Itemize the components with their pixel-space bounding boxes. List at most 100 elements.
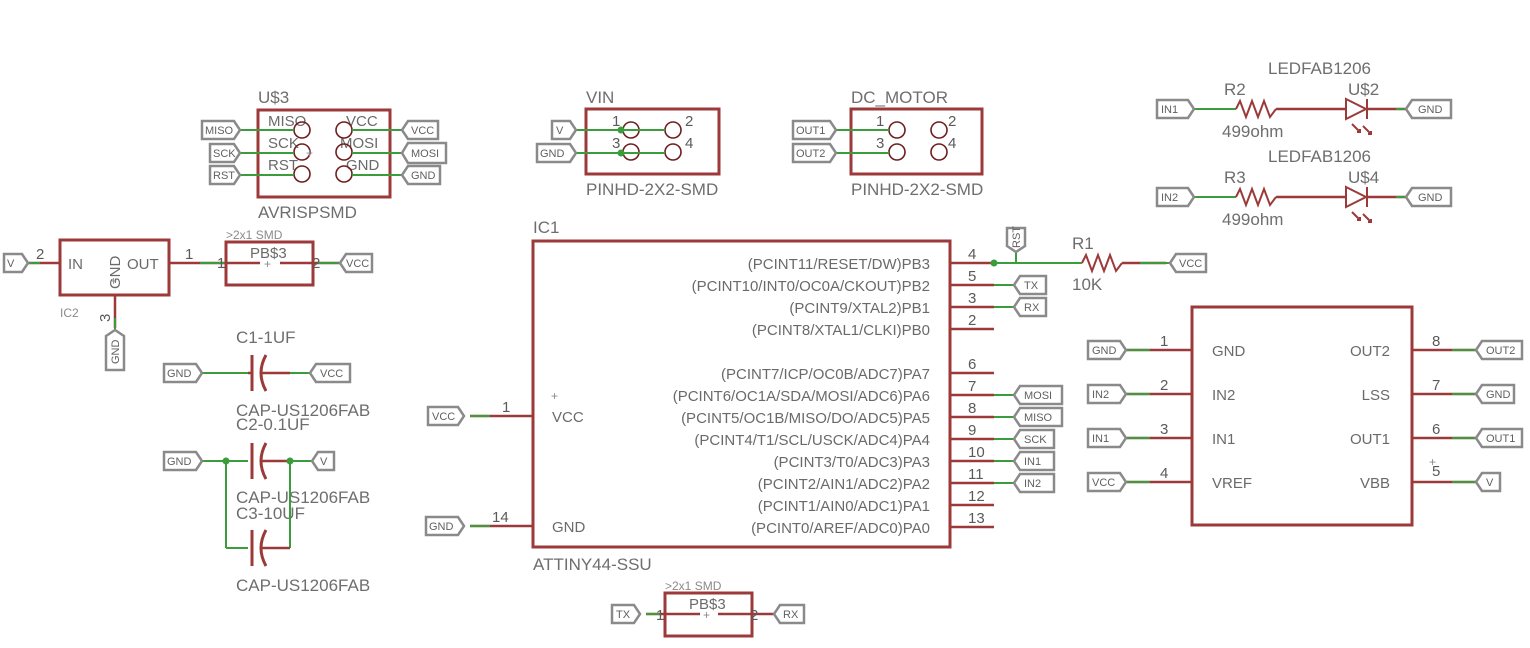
driver-pin-number: 5: [1432, 463, 1440, 480]
net-flag-vcc[interactable]: VCC: [426, 405, 466, 427]
svg-text:GND: GND: [110, 340, 122, 365]
resistor-value: 499ohm: [1222, 210, 1283, 229]
svg-text:TX: TX: [1024, 280, 1039, 292]
isp-name: U$3: [258, 88, 289, 107]
net-flag-sck[interactable]: SCK: [1012, 428, 1056, 450]
jumper-caption: >2x1 SMD: [665, 579, 722, 593]
motor-body: [849, 107, 984, 176]
vin-pin-1: 1: [612, 113, 620, 130]
net-flag-v[interactable]: V: [550, 119, 578, 141]
svg-text:VCC: VCC: [432, 411, 455, 423]
net-flag-gnd[interactable]: GND: [1404, 98, 1453, 120]
cap-name: C2-0.1UF: [236, 415, 310, 434]
net-flag-vcc[interactable]: VCC: [400, 119, 440, 141]
led-circuit-1[interactable]: LEDFAB1206 R2 U$2 499ohm: [1194, 59, 1406, 141]
net-flag-out2[interactable]: OUT2: [791, 142, 838, 164]
mcu-gnd-label: GND: [552, 519, 586, 536]
net-flag-mosi[interactable]: MOSI: [1012, 384, 1064, 406]
reg-pin-out: 1: [185, 246, 193, 263]
svg-text:V: V: [320, 456, 328, 468]
driver-pin-name: GND: [1212, 343, 1246, 360]
net-flag-in2[interactable]: IN2: [1155, 186, 1196, 208]
svg-text:VCC: VCC: [411, 125, 434, 137]
resistor-symbol: [1235, 98, 1277, 120]
capacitor-c1[interactable]: C1-1UF CAP-US1206FAB: [202, 328, 370, 420]
led-symbol: [1345, 97, 1369, 121]
net-flag-gnd[interactable]: GND: [1474, 383, 1516, 405]
svg-text:GND: GND: [1092, 345, 1117, 357]
svg-text:RX: RX: [783, 609, 799, 621]
net-flag-in2[interactable]: IN2: [1086, 383, 1128, 405]
isp-pin-miso: MISO: [268, 113, 306, 130]
net-flag-gnd[interactable]: GND: [424, 515, 466, 537]
junction: [617, 149, 625, 157]
net-flag-gnd[interactable]: GND: [162, 450, 204, 472]
net-flag-out2[interactable]: OUT2: [1474, 339, 1524, 361]
jumper-1[interactable]: >2x1 SMD PB$3 + 1 2: [217, 228, 340, 287]
jumper-pin-1: 1: [656, 607, 664, 624]
reset-pullup[interactable]: R1 10K: [990, 234, 1171, 294]
net-flag-gnd[interactable]: GND: [535, 142, 578, 164]
reg-gnd-label: GND: [107, 256, 124, 290]
vin-body: [584, 107, 721, 176]
mcu-type: ATTINY44-SSU: [533, 555, 652, 574]
motor-header[interactable]: DC_MOTOR 1 2 3 4 PINHD-2X2-SMD: [836, 88, 984, 199]
vin-type: PINHD-2X2-SMD: [586, 180, 718, 199]
net-flag-gnd[interactable]: GND: [400, 164, 442, 186]
net-flag-vcc[interactable]: VCC: [308, 362, 352, 384]
net-flag-in1[interactable]: IN1: [1155, 98, 1196, 120]
net-flag-rx[interactable]: RX: [772, 603, 806, 625]
svg-text:OUT1: OUT1: [1486, 433, 1515, 445]
isp-header[interactable]: U$3 MISO SCK RST VCC MOSI GND + AVRISPSM…: [238, 88, 404, 222]
net-flag-rst[interactable]: RST: [208, 164, 242, 186]
net-flag-tx[interactable]: TX: [610, 603, 642, 625]
net-flag-rx[interactable]: RX: [1012, 296, 1048, 318]
svg-text:IN2: IN2: [1161, 192, 1178, 204]
mcu-pin-number: 12: [968, 488, 985, 505]
net-flag-rst[interactable]: RST: [1005, 226, 1027, 254]
net-flag-v[interactable]: V: [1474, 471, 1502, 493]
capacitor-c3[interactable]: C3-10UF CAP-US1206FAB: [225, 461, 370, 595]
net-flag-miso[interactable]: MISO: [200, 119, 242, 141]
led-circuit-2[interactable]: LEDFAB1206 R3 U$4 499ohm: [1194, 147, 1406, 229]
vin-header[interactable]: VIN 1 2 3 4 PINHD-2X2-SMD: [576, 88, 721, 199]
net-flag-vcc[interactable]: VCC: [1086, 471, 1128, 493]
jumper-2[interactable]: >2x1 SMD PB$3 + 1 2: [646, 579, 774, 638]
mcu-pin-number: 3: [968, 290, 976, 307]
net-flag-mosi[interactable]: MOSI: [400, 141, 448, 165]
net-flag-vcc[interactable]: VCC: [1168, 252, 1208, 274]
driver-pin-number: 6: [1432, 421, 1440, 438]
isp-pin-gnd: GND: [346, 157, 380, 174]
mcu-pin-name: (PCINT3/T0/ADC3)PA3: [774, 454, 930, 471]
svg-text:MOSI: MOSI: [411, 148, 439, 160]
svg-text:V: V: [1486, 477, 1494, 489]
origin-mark: +: [306, 146, 313, 160]
resistor-symbol: [1081, 252, 1123, 274]
net-flag-in2[interactable]: IN2: [1012, 472, 1056, 494]
net-flag-gnd[interactable]: GND: [1086, 339, 1128, 361]
driver-pin-number: 8: [1432, 333, 1440, 350]
net-flag-vcc[interactable]: VCC: [338, 252, 374, 274]
net-flag-gnd[interactable]: GND: [162, 362, 204, 384]
svg-text:MISO: MISO: [1024, 412, 1053, 424]
svg-text:IN1: IN1: [1161, 104, 1178, 116]
net-flag-v[interactable]: V: [310, 450, 336, 472]
microcontroller[interactable]: IC1 + VCC GND 1 14 ATTINY44-SSU (PCINT11…: [470, 218, 1064, 574]
svg-text:VCC: VCC: [346, 258, 369, 270]
net-flag-out1[interactable]: OUT1: [1474, 427, 1524, 449]
voltage-regulator[interactable]: IN OUT GND + 2 1 3 IC2: [28, 238, 226, 330]
net-flag-tx[interactable]: TX: [1012, 274, 1048, 296]
motor-pin-2: 2: [948, 113, 956, 130]
net-flag-gnd[interactable]: GND: [104, 328, 126, 372]
net-flag-gnd[interactable]: GND: [1404, 186, 1453, 208]
capacitor-c2[interactable]: C2-0.1UF CAP-US1206FAB: [202, 415, 370, 507]
mcu-pin-name: (PCINT11/RESET/DW)PB3: [748, 256, 930, 273]
net-flag-in1[interactable]: IN1: [1012, 450, 1056, 472]
net-flag-v[interactable]: V: [2, 252, 30, 274]
net-flag-out1[interactable]: OUT1: [791, 119, 838, 141]
net-flag-miso[interactable]: MISO: [1012, 406, 1064, 428]
emission-arrows: [1351, 123, 1372, 135]
net-flag-sck[interactable]: SCK: [208, 142, 242, 164]
net-flag-in1[interactable]: IN1: [1086, 427, 1128, 449]
